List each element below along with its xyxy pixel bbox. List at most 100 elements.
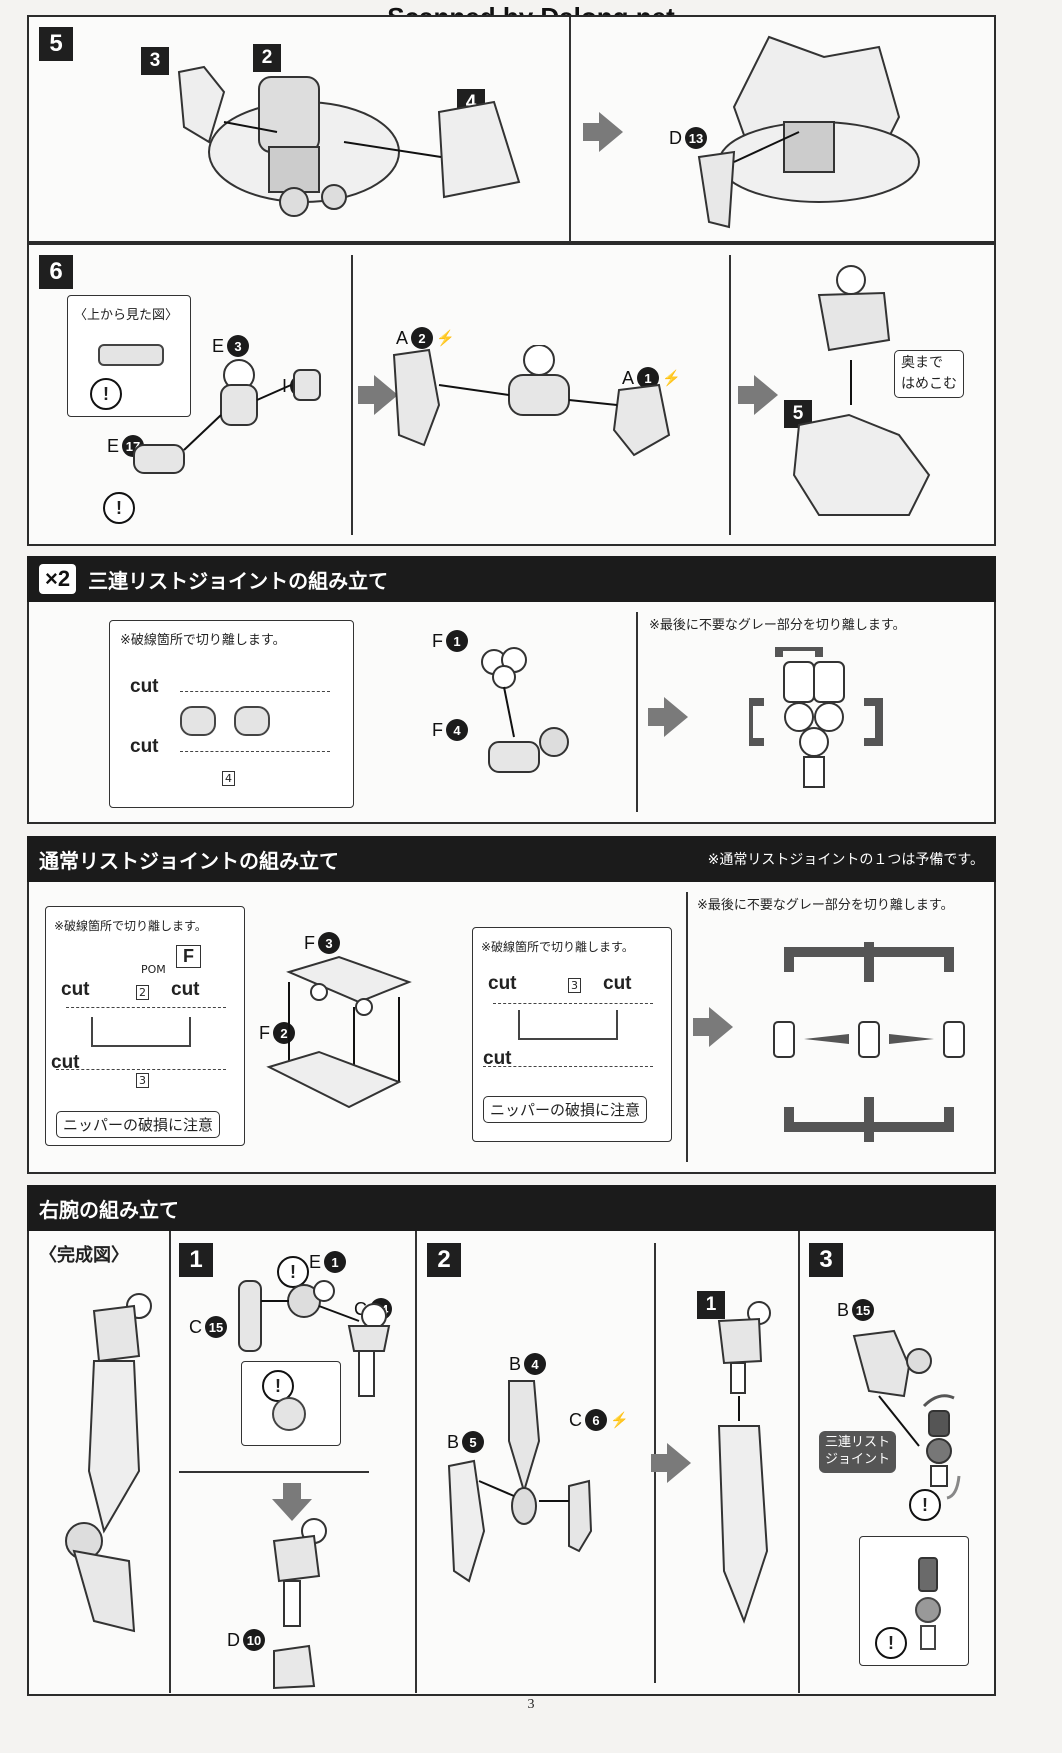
section-title: 通常リストジョイントの組み立て <box>39 848 339 873</box>
part-number: 1 <box>637 367 660 389</box>
hinge-icon: ⚡ <box>662 370 681 387</box>
part-letter: E <box>107 435 120 456</box>
part-callout-2: 2 <box>253 44 281 72</box>
forearm-parts-illustration <box>447 1380 593 1583</box>
part-number: 4 <box>446 719 468 741</box>
caution-icon: ! <box>909 1489 941 1521</box>
caution-icon: ! <box>875 1627 907 1659</box>
detail-callout: ! <box>859 1536 969 1666</box>
runner-letter: F <box>176 945 201 968</box>
part-letter: F <box>259 1022 270 1043</box>
right-arm-header: 右腕の組み立て <box>27 1185 996 1231</box>
part-number: 15 <box>205 1316 227 1338</box>
cut-label: cut <box>488 973 517 994</box>
step-number: 5 <box>39 27 73 61</box>
part-letter: F <box>432 719 443 740</box>
step-divider <box>351 255 353 535</box>
hinge-icon: ⚡ <box>610 1412 629 1429</box>
caution-icon: ! <box>277 1256 309 1288</box>
part-number: 4 <box>524 1353 547 1375</box>
runner-number: 3 <box>136 1073 149 1088</box>
runner-cut-callout: ※破線箇所で切り離します。 F POM cut cut 2 cut 3 ニッパー… <box>45 906 245 1146</box>
next-arrow <box>693 1007 733 1047</box>
forearm-attach-illustration <box>717 1301 771 1624</box>
part-letter: F <box>432 630 443 651</box>
next-arrow <box>738 375 778 415</box>
step-divider <box>636 612 638 812</box>
nipper-warning: ニッパーの破損に注意 <box>56 1111 221 1138</box>
pom-label: POM <box>141 963 166 976</box>
cut-instruction: ※破線箇所で切り離します。 <box>120 633 286 648</box>
down-arrow <box>272 1483 312 1521</box>
part-number: 2 <box>411 327 434 349</box>
gray-removal-illustration <box>749 647 883 788</box>
part-number: 3 <box>318 932 340 954</box>
completed-arm-illustration <box>65 1293 152 1633</box>
runner-number: 4 <box>222 771 235 786</box>
joint-assembly-illustration <box>133 359 321 474</box>
part-letter: C <box>569 1409 582 1430</box>
cut-line <box>180 691 330 692</box>
part-number: 10 <box>243 1629 265 1651</box>
part-letter: A <box>622 367 635 388</box>
spare-note: ※通常リストジョイントの１つは予備です。 <box>707 852 984 868</box>
wrist-ball-detail <box>915 1597 941 1623</box>
cut-label: cut <box>483 1048 512 1069</box>
cut-label: cut <box>171 979 200 1000</box>
section-title: 三連リストジョイントの組み立て <box>88 568 389 593</box>
runner-number: 3 <box>568 978 581 993</box>
part-number: 1 <box>446 630 468 652</box>
part-callout-3: 3 <box>141 47 169 75</box>
cut-label: cut <box>51 1052 80 1073</box>
gray-cut-instruction: ※最後に不要なグレー部分を切り離します。 <box>697 898 954 913</box>
step-divider <box>569 17 571 242</box>
wrist-attach-illustration <box>852 1329 961 1500</box>
cut-line <box>180 751 330 752</box>
shoulder-assembly-illustration <box>392 345 671 457</box>
part-letter: C <box>189 1316 202 1337</box>
nipper-warning: ニッパーの破損に注意 <box>483 1096 648 1123</box>
normal-wrist-header: 通常リストジョイントの組み立て ※通常リストジョイントの１つは予備です。 <box>27 836 996 882</box>
head-assembly-illustration <box>177 65 521 217</box>
triple-joint-illustration <box>481 647 569 773</box>
part-letter: B <box>447 1431 460 1452</box>
step-6-panel: 6 〈上から見た図〉 ! E3 I14 E17 ! A2⚡ A1⚡ 奥まで はめ… <box>27 243 996 546</box>
cut-label: cut <box>61 979 90 1000</box>
wrist-runner-part <box>518 1010 618 1040</box>
top-view-label: 〈上から見た図〉 <box>74 308 179 323</box>
normal-wrist-panel: ※破線箇所で切り離します。 F POM cut cut 2 cut 3 ニッパー… <box>27 882 996 1174</box>
caution-icon: ! <box>103 492 135 524</box>
part-letter: B <box>837 1299 850 1320</box>
part-number: 1 <box>324 1251 347 1273</box>
part-letter: E <box>212 335 225 356</box>
triple-wrist-tag: 三連リスト ジョイント <box>819 1431 897 1473</box>
step-divider <box>686 892 688 1162</box>
wrist-peg-detail <box>920 1625 936 1650</box>
shoulder-attach-illustration <box>792 265 931 516</box>
part-letter: I <box>282 375 288 396</box>
wrist-runner-part <box>91 1017 191 1047</box>
cut-line <box>66 1007 226 1008</box>
top-view-callout: 〈上から見た図〉 ! <box>67 295 191 417</box>
runner-cut-callout: ※破線箇所で切り離します。 cut cut 3 cut ニッパーの破損に注意 <box>472 927 672 1142</box>
part-number: 13 <box>685 127 707 149</box>
caution-icon: ! <box>90 378 122 410</box>
cut-label: cut <box>130 676 159 697</box>
head-complete-illustration <box>697 35 920 229</box>
elbow-attach-illustration <box>272 1518 327 1690</box>
gray-removal-illustration <box>773 942 965 1142</box>
step-divider <box>415 1231 417 1693</box>
part-number: 15 <box>852 1299 875 1321</box>
step-number: 1 <box>179 1243 213 1277</box>
page-number: 3 <box>527 1697 535 1712</box>
